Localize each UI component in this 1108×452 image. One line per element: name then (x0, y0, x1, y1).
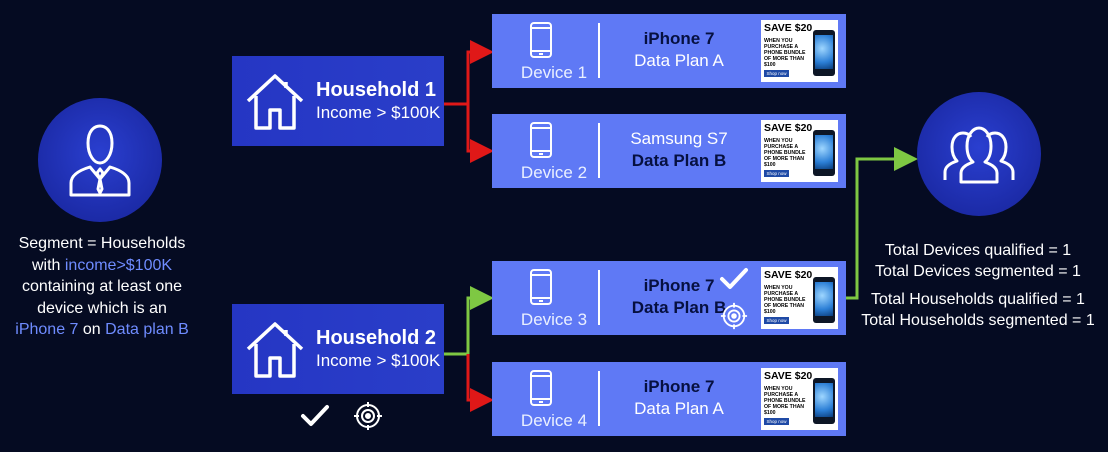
phone-icon (530, 22, 552, 58)
checkmark-icon (301, 405, 329, 426)
arrow-household1-device1 (443, 40, 494, 106)
device-plan: Data Plan A (634, 51, 724, 70)
device-plan: Data Plan B (631, 298, 727, 317)
device-name: Device 3 (520, 310, 588, 329)
ad-shop-button[interactable]: Shop now (764, 317, 789, 324)
total-households-qualified: Total Households qualified = 1 (871, 291, 1085, 308)
phone-icon (530, 269, 552, 305)
device-1-card: Device 1 iPhone 7 Data Plan A SAVE $20 W… (492, 14, 846, 88)
device-model: Samsung S7 (630, 129, 728, 148)
arrow-household2-device4 (466, 354, 494, 412)
ad-phone-image (813, 277, 835, 323)
device-plan: Data Plan B (631, 151, 727, 170)
device-2-card: Device 2 Samsung S7 Data Plan B SAVE $20… (492, 114, 846, 188)
device-name: Device 1 (520, 63, 588, 82)
household-name: Household 2 (316, 327, 437, 349)
group-icon (943, 126, 1015, 184)
audience-circle (917, 92, 1041, 216)
phone-icon (530, 370, 552, 406)
divider (598, 270, 600, 325)
house-icon (246, 74, 304, 130)
segment-line-2-prefix: with (31, 256, 65, 274)
arrow-household2-device3 (443, 286, 494, 356)
ad-body: WHEN YOU PURCHASE A PHONE BUNDLE OF MORE… (764, 285, 806, 315)
ad-phone-image (813, 378, 835, 424)
device-plan: Data Plan A (634, 399, 724, 418)
ad-shop-button[interactable]: Shop now (764, 170, 789, 177)
segment-line-1: Segment = Households (18, 235, 186, 252)
household-name: Household 1 (316, 79, 437, 101)
ad-body: WHEN YOU PURCHASE A PHONE BUNDLE OF MORE… (764, 386, 806, 416)
device-name: Device 4 (520, 411, 588, 430)
divider (598, 23, 600, 78)
target-icon (720, 302, 748, 330)
segment-description: Segment = Households with income>$100K c… (4, 233, 200, 341)
ad-banner: SAVE $20 WHEN YOU PURCHASE A PHONE BUNDL… (761, 20, 838, 82)
segment-line-5-mid: on (78, 321, 106, 338)
ad-shop-button[interactable]: Shop now (764, 418, 789, 425)
device-model: iPhone 7 (643, 377, 715, 396)
person-icon (69, 124, 131, 197)
household-2-box: Household 2 Income > $100K (232, 304, 444, 394)
segment-line-4: device which is an (37, 299, 167, 317)
ad-headline: SAVE $20 (764, 269, 813, 281)
ad-shop-button[interactable]: Shop now (764, 70, 789, 77)
household-income: Income > $100K (316, 351, 441, 370)
divider (598, 371, 600, 426)
ad-banner: SAVE $20 WHEN YOU PURCHASE A PHONE BUNDL… (761, 368, 838, 430)
ad-phone-image (813, 30, 835, 76)
segment-plan-highlight: Data plan B (105, 321, 189, 338)
segment-line-3: containing at least one (21, 278, 183, 295)
device-4-card: Device 4 iPhone 7 Data Plan A SAVE $20 W… (492, 362, 846, 436)
segment-device-highlight: iPhone 7 (15, 321, 79, 338)
household-income: Income > $100K (316, 103, 441, 122)
house-icon (246, 322, 304, 378)
ad-headline: SAVE $20 (764, 22, 813, 34)
phone-icon (530, 122, 552, 158)
device-model: iPhone 7 (643, 276, 715, 295)
household-1-box: Household 1 Income > $100K (232, 56, 444, 146)
ad-banner: SAVE $20 WHEN YOU PURCHASE A PHONE BUNDL… (761, 120, 838, 182)
checkmark-icon (720, 268, 748, 289)
target-icon (354, 402, 382, 430)
ad-banner: SAVE $20 WHEN YOU PURCHASE A PHONE BUNDL… (761, 267, 838, 329)
segment-income-highlight: income>$100K (64, 256, 173, 274)
ad-body: WHEN YOU PURCHASE A PHONE BUNDLE OF MORE… (764, 138, 806, 168)
segment-circle (38, 98, 162, 222)
arrow-device3-audience (846, 147, 918, 300)
ad-phone-image (813, 130, 835, 176)
ad-body: WHEN YOU PURCHASE A PHONE BUNDLE OF MORE… (764, 38, 806, 68)
arrow-household1-device2 (466, 104, 494, 163)
ad-headline: SAVE $20 (764, 370, 813, 382)
totals-summary: Total Devices qualified = 1 Total Device… (850, 240, 1106, 331)
device-name: Device 2 (520, 163, 588, 182)
total-households-segmented: Total Households segmented = 1 (861, 312, 1095, 329)
divider (598, 123, 600, 178)
device-3-card: Device 3 iPhone 7 Data Plan B SAVE $20 W… (492, 261, 846, 335)
ad-headline: SAVE $20 (764, 122, 813, 134)
device-model: iPhone 7 (643, 29, 715, 48)
total-devices-segmented: Total Devices segmented = 1 (875, 263, 1081, 280)
total-devices-qualified: Total Devices qualified = 1 (884, 242, 1072, 259)
